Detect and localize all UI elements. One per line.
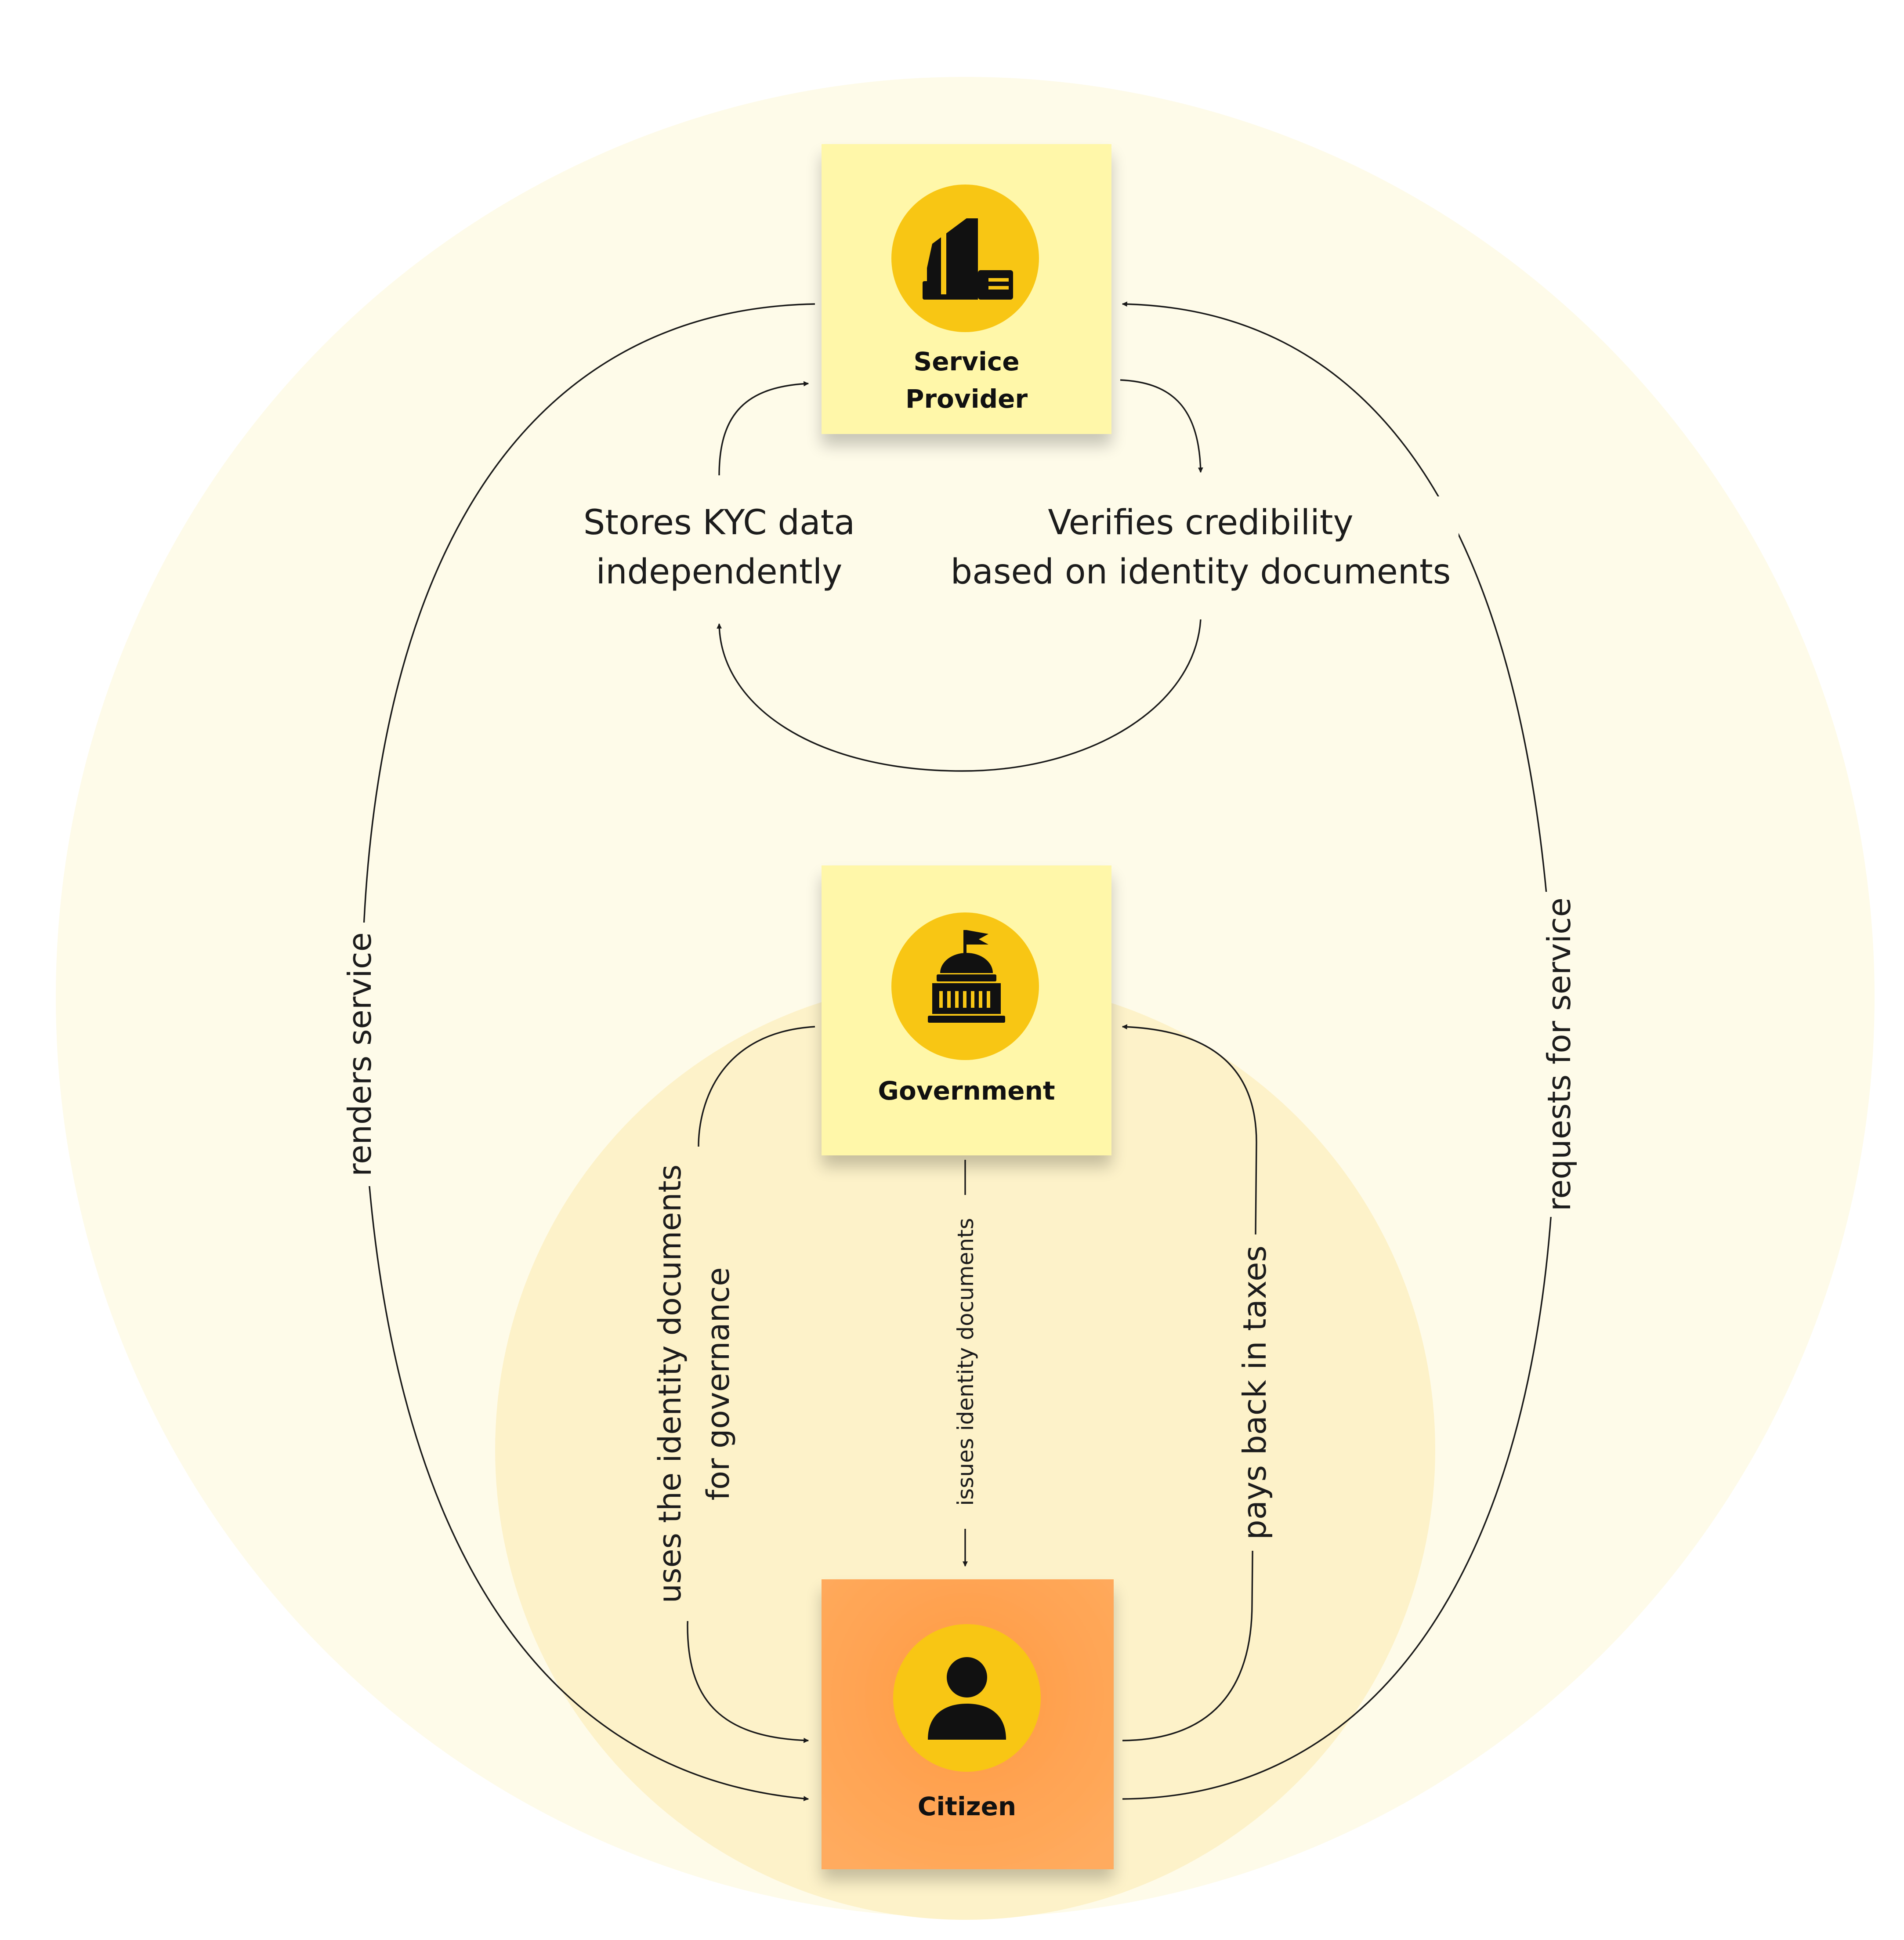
label-requests-service: requests for service (1538, 892, 1580, 1217)
office-building-icon (923, 218, 1013, 300)
government-title: Government (878, 1076, 1055, 1106)
pays-taxes-text: pays back in taxes (1236, 1245, 1273, 1540)
edge-labels: Stores KYC data independently Verifies c… (338, 496, 1580, 1621)
capitol-building-icon (928, 930, 1005, 1023)
stores-kyc-line2: independently (596, 552, 843, 592)
node-citizen: Citizen (822, 1579, 1114, 1869)
stores-kyc-line1: Stores KYC data (583, 503, 855, 543)
edge-pays-taxes (1122, 1024, 1257, 1741)
edge-verifies-down (1120, 379, 1203, 473)
label-stores-kyc: Stores KYC data independently (571, 496, 861, 602)
person-icon (928, 1657, 1006, 1740)
uses-docs-line1: uses the identity documents (652, 1165, 688, 1603)
node-government: Government (822, 865, 1111, 1155)
edge-uses-docs (687, 1026, 815, 1743)
issues-docs-text: issues identity documents (953, 1218, 978, 1506)
renders-service-text: renders service (341, 932, 378, 1176)
label-issues-docs: issues identity documents (949, 1195, 981, 1529)
edge-stores-kyc-up (718, 381, 809, 476)
label-renders-service: renders service (338, 923, 380, 1186)
label-pays-taxes: pays back in taxes (1232, 1234, 1276, 1551)
service-provider-title-2: Provider (905, 384, 1028, 414)
uses-docs-line2: for governance (700, 1267, 736, 1501)
label-uses-docs: uses the identity documents for governan… (644, 1147, 741, 1621)
verifies-line2: based on identity documents (951, 552, 1451, 592)
label-verifies: Verifies credibility based on identity d… (949, 496, 1459, 602)
edge-verifies-to-stores (717, 619, 1202, 772)
verifies-line1: Verifies credibility (1048, 503, 1353, 543)
citizen-icon-bg (893, 1624, 1041, 1772)
node-service-provider: Service Provider (822, 144, 1111, 434)
requests-service-text: requests for service (1541, 898, 1578, 1211)
citizen-title: Citizen (918, 1792, 1016, 1821)
service-provider-title-1: Service (913, 347, 1019, 376)
